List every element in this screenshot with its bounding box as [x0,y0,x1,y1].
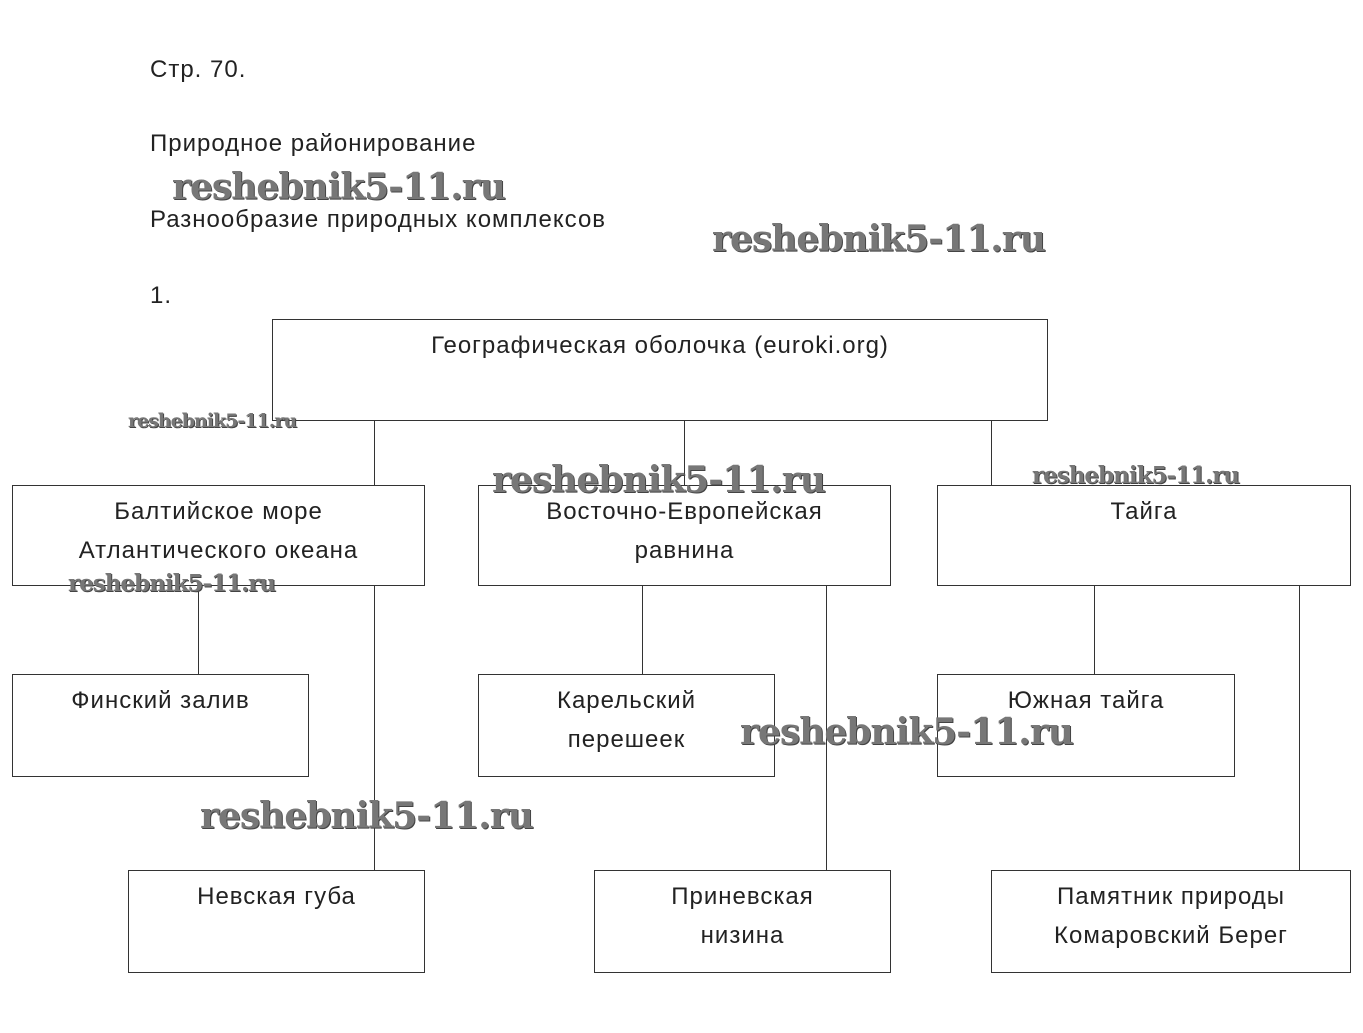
node-label: равнина [634,537,735,564]
watermark: reshebnik5-11.ru [172,166,506,208]
node-label: Невская губа [197,883,356,910]
node-label: Комаровский Берег [1054,922,1288,949]
page-title: Природное районирование [150,130,477,157]
connector [374,585,375,870]
node-label: Приневская [671,883,814,910]
watermark: reshebnik5-11.ru [1032,462,1240,489]
connector [991,420,992,485]
connector [1094,585,1095,674]
connector [1299,585,1300,870]
watermark: reshebnik5-11.ru [68,570,276,597]
connector [684,420,685,485]
page-number: Стр. 70. [150,56,247,83]
connector [826,585,827,870]
node-label: Тайга [1110,498,1178,525]
watermark: reshebnik5-11.ru [492,459,826,501]
node-karelian-isthmus: Карельский перешеек [478,674,775,777]
connector [198,585,199,674]
node-label: Южная тайга [1007,687,1165,714]
node-label: Географическая оболочка (euroki.org) [431,332,889,359]
node-label: Восточно-Европейская [546,498,823,525]
watermark: reshebnik5-11.ru [712,218,1046,260]
watermark: reshebnik5-11.ru [740,711,1074,753]
connector [374,420,375,485]
node-east-european-plain: Восточно-Европейская равнина [478,485,891,586]
node-label: Финский залив [71,687,250,714]
node-label: низина [700,922,785,949]
node-label: Памятник природы [1056,883,1286,910]
node-neva-lowland: Приневская низина [594,870,891,973]
node-southern-taiga: Южная тайга [937,674,1235,777]
watermark: reshebnik5-11.ru [128,410,297,432]
watermark: reshebnik5-11.ru [200,795,534,837]
node-label: перешеек [567,726,686,753]
node-label: Балтийское море [114,498,323,525]
node-taiga: Тайга [937,485,1351,586]
node-label: Атлантического океана [78,537,359,564]
node-label: Карельский [556,687,697,714]
connector [642,585,643,674]
page-subtitle: Разнообразие природных комплексов [150,206,607,233]
node-neva-bay: Невская губа [128,870,425,973]
node-gulf-of-finland: Финский залив [12,674,309,777]
task-number: 1. [150,282,173,309]
root-node: Географическая оболочка (euroki.org) [272,319,1048,421]
